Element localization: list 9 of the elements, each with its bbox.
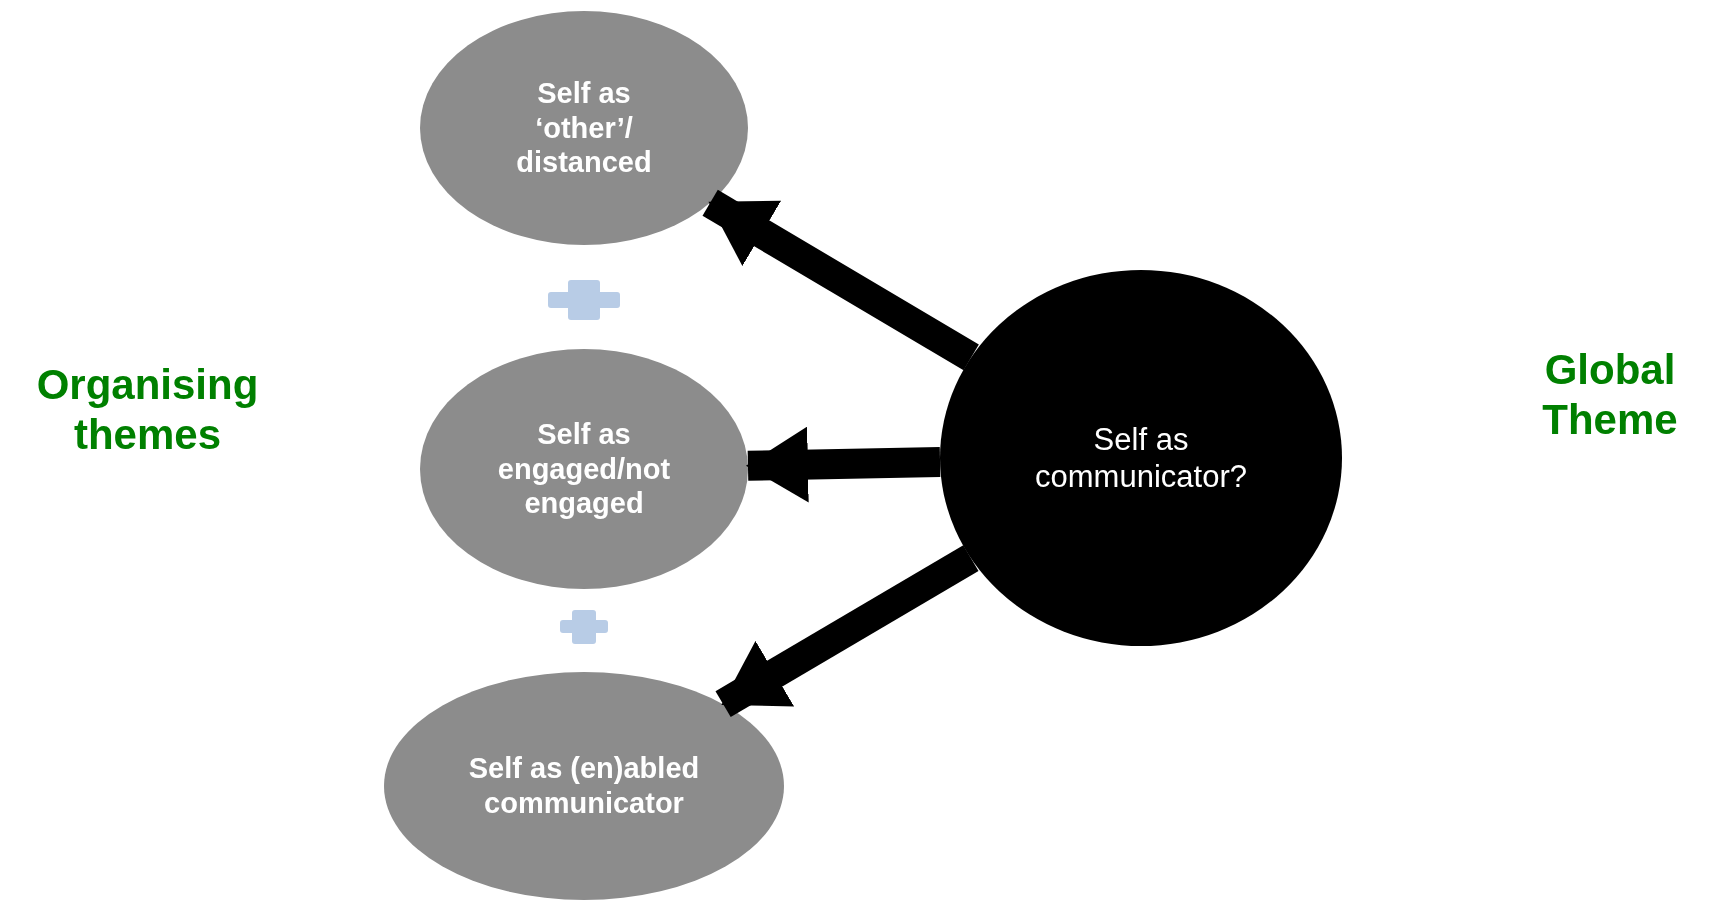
node-text: Self as communicator? <box>1034 420 1248 496</box>
block-arrow <box>745 426 941 503</box>
block-arrow <box>715 545 979 717</box>
theme-heading: Global Theme <box>1541 345 1679 446</box>
node-text: Self as ‘other’/ distanced <box>515 75 653 181</box>
block-arrow <box>702 189 979 371</box>
theme-heading: Organising themes <box>35 360 260 461</box>
node-text: Self as (en)abled communicator <box>467 751 701 821</box>
node-text: Self as engaged/not engaged <box>496 416 672 522</box>
